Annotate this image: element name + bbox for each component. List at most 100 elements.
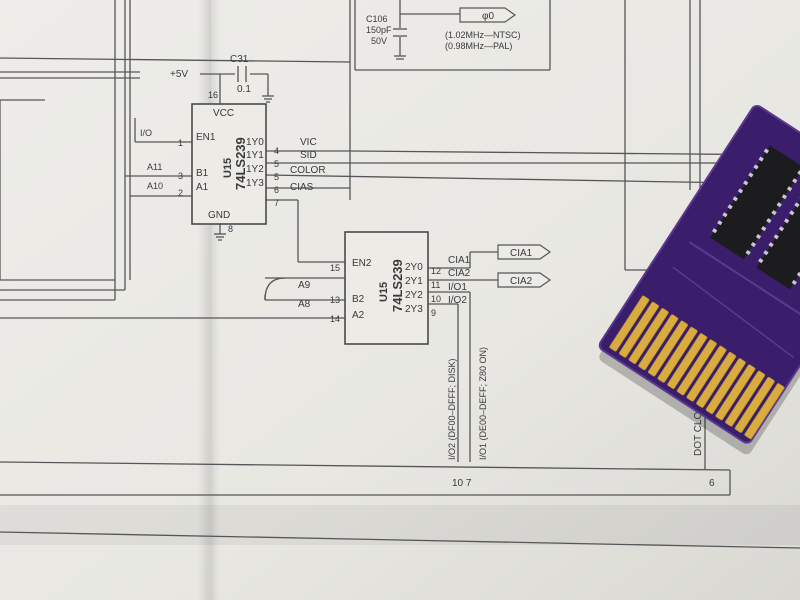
- ic-pin: [763, 148, 770, 154]
- u15a-out-3: 1Y3: [246, 178, 264, 189]
- u15a-pin-gnd: 8: [228, 224, 233, 234]
- u15b-out-3: 2Y3: [405, 304, 423, 315]
- ic-pin: [761, 226, 767, 232]
- signal-a9: A9: [298, 280, 311, 291]
- ic-pin: [743, 180, 749, 186]
- u15a-pin7: 7: [274, 198, 279, 208]
- ic-pin: [766, 218, 772, 224]
- u15b-pin10: 10: [431, 294, 441, 304]
- u15b-pin9: 9: [431, 308, 436, 318]
- paper-fold-line: [209, 0, 213, 600]
- ic-pin: [792, 178, 798, 184]
- u15a-part: 74LS239: [233, 137, 248, 190]
- u15b-in-a2: A2: [352, 310, 365, 321]
- signal-io: I/O: [140, 128, 152, 138]
- u15b-part: 74LS239: [390, 259, 405, 312]
- u15a-vcc: VCC: [213, 108, 234, 119]
- c106-value: 150pF: [366, 25, 392, 35]
- u15a-gnd: GND: [208, 210, 230, 221]
- signal-io2: I/O2: [448, 295, 467, 306]
- u15a-pin1: 1: [178, 138, 183, 148]
- ic-pin: [763, 250, 769, 256]
- ic-pin: [796, 271, 800, 278]
- gold-finger: [686, 345, 727, 402]
- c31-ref: C31: [230, 54, 249, 65]
- ic-chip-2: [756, 175, 800, 290]
- clock-pal: (0.98MHz—PAL): [445, 41, 512, 51]
- gold-finger: [657, 326, 698, 383]
- signal-cia1: CIA1: [448, 255, 471, 266]
- u15b-ref: U15: [378, 282, 390, 302]
- ic-pin: [748, 172, 754, 178]
- signal-vic: VIC: [300, 137, 317, 148]
- u15a-pin4: 4: [274, 146, 279, 156]
- u15b-pin11: 11: [431, 280, 440, 290]
- clock-symbol: φ0: [482, 11, 494, 22]
- ic-chip-1: [710, 145, 800, 260]
- u15b-out-1: 2Y1: [405, 276, 423, 287]
- gold-finger: [647, 320, 688, 377]
- ic-pin: [781, 194, 788, 200]
- signal-cia2: CIA2: [448, 268, 471, 279]
- ic-pin: [771, 210, 777, 216]
- gold-finger: [725, 370, 766, 427]
- clock-connector: [459, 7, 517, 23]
- note-io1: I/O1 (DE00–DEFF; Z80 ON): [478, 347, 488, 460]
- signal-sid: SID: [300, 150, 317, 161]
- ic-pin: [789, 210, 795, 216]
- u15b-in-b2: B2: [352, 294, 365, 305]
- u15b-pin15: 15: [330, 263, 340, 273]
- ic-pin: [745, 249, 751, 256]
- gold-finger: [667, 333, 708, 389]
- gold-finger: [609, 295, 650, 352]
- u15a-in-a1: A1: [196, 182, 209, 193]
- supply-5v: +5V: [170, 69, 188, 80]
- gold-finger: [696, 351, 737, 408]
- u15b-in-en2: EN2: [352, 258, 372, 269]
- u15b-out-2: 2Y2: [405, 290, 423, 301]
- c31-value: 0.1: [237, 84, 251, 95]
- ic-pin: [773, 234, 779, 240]
- u15a-pin5a: 5: [274, 159, 279, 169]
- u15b-pin14: 14: [330, 314, 340, 324]
- ic-pin: [778, 226, 785, 232]
- gold-finger: [638, 314, 679, 371]
- u15a-chip: U15 74LS239 VCC GND 16 8 EN1 B1 A1 1 3 2…: [178, 90, 279, 234]
- signal-io1: I/O1: [448, 282, 467, 293]
- u15a-out-1: 1Y1: [246, 150, 264, 161]
- gold-finger: [744, 383, 785, 440]
- bottom-pins-left: 10 7: [452, 478, 472, 489]
- u15a-in-en1: EN1: [196, 132, 216, 143]
- gold-finger: [715, 364, 756, 421]
- u15a-pin3: 3: [178, 171, 183, 181]
- u15a-pin6: 6: [274, 185, 279, 195]
- ic-pin: [768, 242, 774, 248]
- cia1-connector-label: CIA1: [510, 248, 533, 259]
- ic-pin: [794, 202, 800, 208]
- gold-finger: [734, 377, 775, 433]
- gold-finger: [676, 339, 717, 396]
- ic-pin: [776, 202, 782, 208]
- ic-pin: [758, 258, 764, 264]
- signal-a8: A8: [298, 299, 311, 310]
- gold-finger: [619, 301, 659, 358]
- c106-voltage: 50V: [371, 36, 387, 46]
- signal-cias: CIAS: [290, 182, 314, 193]
- ic-pin: [727, 204, 733, 210]
- u15a-pin-vcc: 16: [208, 90, 218, 100]
- cia2-connector-label: CIA2: [510, 276, 533, 287]
- u15b-chip: U15 74LS239 EN2 B2 A2 15 13 14 2Y0 2Y1 2…: [330, 231, 441, 345]
- ic-pin: [722, 212, 728, 218]
- pcb-cartridge: [598, 104, 800, 455]
- ic-pin: [737, 188, 744, 194]
- u15a-pin2: 2: [178, 188, 183, 198]
- ic-pin: [732, 196, 738, 202]
- note-dot-clock: DOT CLOCK: [693, 398, 704, 456]
- gold-finger: [705, 358, 746, 415]
- ic-pin: [786, 186, 793, 192]
- signal-a10: A10: [147, 181, 163, 191]
- u15a-ref: U15: [222, 158, 234, 178]
- ic-pin: [784, 218, 790, 224]
- ic-pin: [753, 164, 759, 170]
